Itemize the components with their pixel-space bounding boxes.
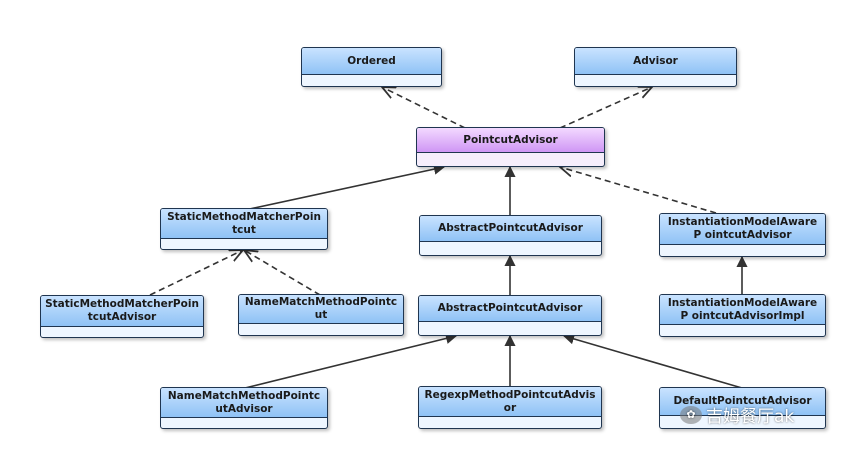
class-box-regexp-method-pointcut-advisor[interactable]: RegexpMethodPointcutAdvis or — [418, 386, 602, 429]
edge-smmp-pointcutadvisor — [244, 163, 446, 211]
class-box-abstract-pointcut-advisor-2[interactable]: AbstractPointcutAdvisor — [418, 295, 602, 336]
class-box-name-match-method-pointcut[interactable]: NameMatchMethodPointc ut — [238, 294, 404, 336]
class-name: RegexpMethodPointcutAdvis or — [419, 387, 601, 417]
edge-pointcutadvisor-ordered — [382, 87, 466, 129]
edge-nmmp-smmp — [244, 250, 321, 296]
edge-pointcutadvisor-advisor — [559, 87, 652, 129]
edge-imapa-pointcutadvisor — [560, 167, 717, 214]
class-box-instantiation-model-aware-pointcut-advisor-impl[interactable]: InstantiationModelAwareP ointcutAdvisorI… — [659, 294, 826, 337]
class-box-default-pointcut-advisor[interactable]: DefaultPointcutAdvisor — [659, 387, 826, 429]
class-name: StaticMethodMatcherPoin tcutAdvisor — [41, 296, 203, 327]
class-box-ordered[interactable]: Ordered — [301, 47, 442, 87]
class-box-advisor[interactable]: Advisor — [574, 47, 737, 87]
class-name: StaticMethodMatcherPoin tcut — [161, 209, 327, 239]
class-name: Advisor — [575, 48, 736, 75]
class-name: NameMatchMethodPointc ut — [239, 295, 403, 324]
watermark: ✿ 吉姆餐厅ak — [680, 402, 794, 427]
class-name: PointcutAdvisor — [417, 128, 604, 153]
class-box-name-match-method-pointcut-advisor[interactable]: NameMatchMethodPointc utAdvisor — [160, 387, 328, 429]
class-box-instantiation-model-aware-pointcut-advisor[interactable]: InstantiationModelAwareP ointcutAdvisor — [659, 213, 826, 257]
edge-dpa-apa2 — [562, 333, 743, 389]
class-name: AbstractPointcutAdvisor — [420, 216, 601, 242]
class-box-static-method-matcher-pointcut[interactable]: StaticMethodMatcherPoin tcut — [160, 208, 328, 250]
class-box-pointcut-advisor[interactable]: PointcutAdvisor — [416, 127, 605, 167]
watermark-text: 吉姆餐厅ak — [706, 407, 795, 427]
class-box-static-method-matcher-pointcut-advisor[interactable]: StaticMethodMatcherPoin tcutAdvisor — [40, 295, 204, 338]
edge-smmpa-smmp — [149, 250, 243, 296]
class-name: DefaultPointcutAdvisor — [660, 388, 825, 416]
class-name: InstantiationModelAwareP ointcutAdvisorI… — [660, 295, 825, 325]
edge-nmmpa-apa2 — [244, 332, 458, 389]
class-name: Ordered — [302, 48, 441, 75]
wechat-icon: ✿ — [680, 405, 702, 424]
class-name: AbstractPointcutAdvisor — [419, 296, 601, 322]
class-name: NameMatchMethodPointc utAdvisor — [161, 388, 327, 418]
class-box-abstract-pointcut-advisor-1[interactable]: AbstractPointcutAdvisor — [419, 215, 602, 256]
class-name: InstantiationModelAwareP ointcutAdvisor — [660, 214, 825, 245]
